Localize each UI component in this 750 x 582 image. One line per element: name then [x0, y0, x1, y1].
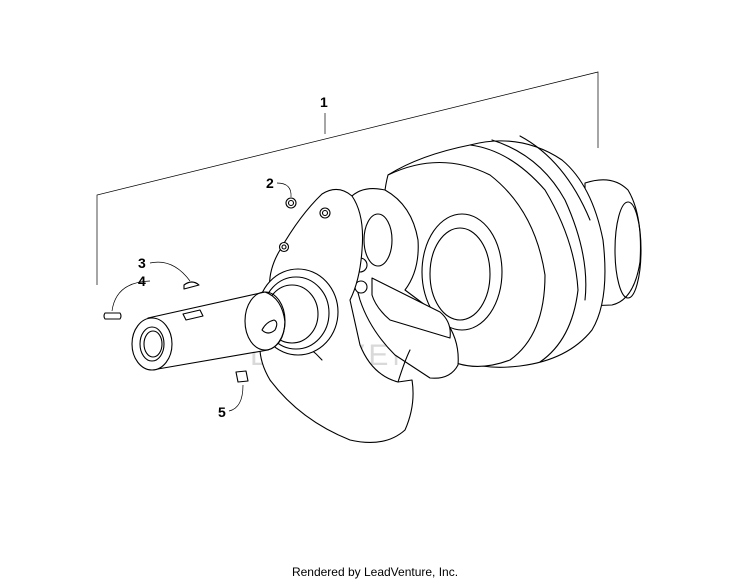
callout-4: 4: [138, 273, 146, 289]
callout-5: 5: [218, 404, 226, 420]
assembly-bracket: [96, 71, 599, 285]
part-5-key: [235, 370, 249, 383]
leader-lines: [111, 182, 292, 412]
footer-credit: Rendered by LeadVenture, Inc.: [291, 565, 459, 579]
part-4-pin: [103, 312, 122, 320]
part-2-plug: [285, 197, 297, 209]
callout-3: 3: [138, 255, 146, 271]
callout-1: 1: [320, 94, 328, 110]
part-3-woodruff-key: [183, 281, 200, 290]
crankshaft: [131, 135, 642, 443]
callout-2: 2: [266, 175, 274, 191]
